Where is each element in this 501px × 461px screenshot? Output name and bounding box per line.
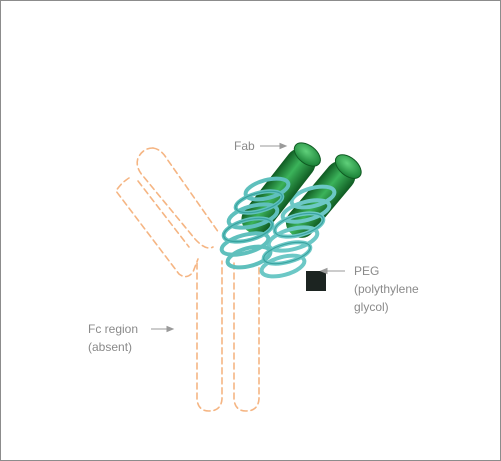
peg-arrow	[319, 267, 345, 275]
fab-label-text: Fab	[234, 139, 255, 153]
fab-arrow	[260, 142, 288, 150]
peg-label-line2: (polythylene	[354, 282, 419, 296]
fc-region-label: Fc region (absent)	[88, 320, 138, 356]
black-square-icon	[306, 271, 326, 291]
peg-label: PEG (polythylene glycol)	[354, 262, 419, 316]
peg-label-line3: glycol)	[354, 300, 389, 314]
fc-region-label-line2: (absent)	[88, 340, 133, 354]
peg-label-line1: PEG	[354, 264, 380, 278]
fc-region-outline	[115, 147, 260, 412]
fab-label: Fab	[234, 137, 255, 155]
fc-region-label-line1: Fc region	[88, 322, 139, 336]
fc-arrow	[151, 325, 175, 333]
